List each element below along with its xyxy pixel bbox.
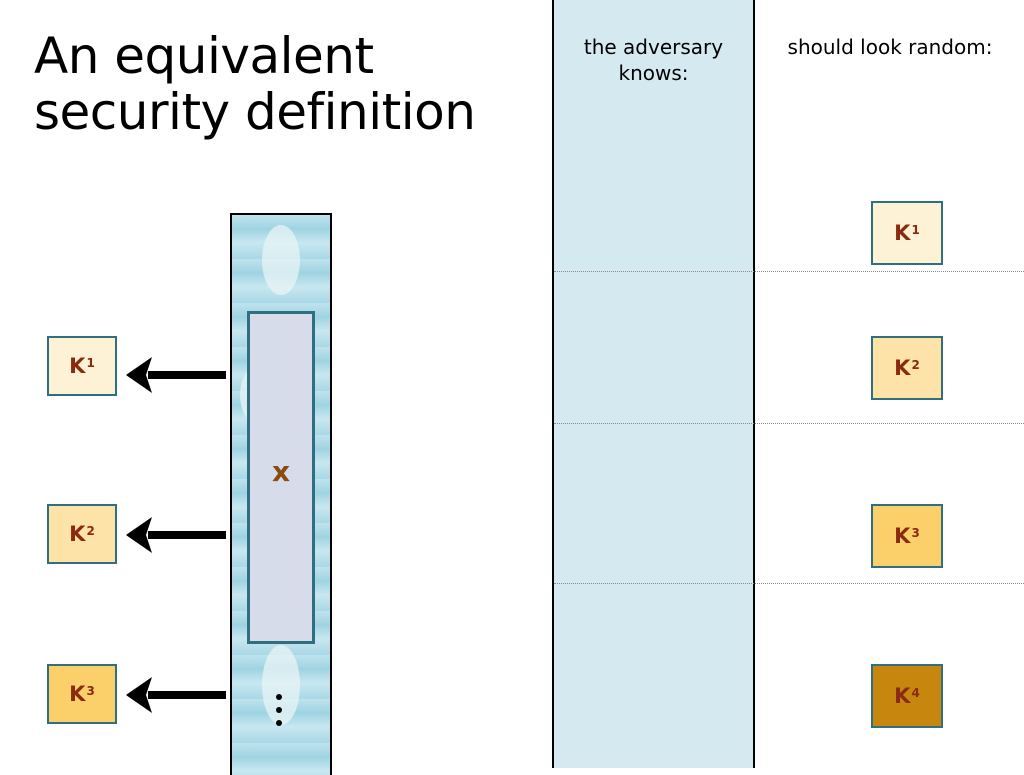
key-name: K bbox=[894, 356, 911, 380]
left-arrow-icon bbox=[126, 357, 226, 393]
row-divider bbox=[554, 583, 1024, 584]
ellipsis-dot bbox=[276, 707, 282, 713]
x-label: x bbox=[271, 455, 291, 488]
adversary-knows-column bbox=[552, 0, 755, 768]
x-block bbox=[247, 311, 315, 644]
key-index: 2 bbox=[86, 524, 95, 538]
strip-texture bbox=[262, 225, 300, 295]
key-index: 3 bbox=[911, 526, 920, 540]
title-line-2: security definition bbox=[34, 83, 476, 141]
key-index: 1 bbox=[86, 356, 95, 370]
key-name: K bbox=[69, 682, 86, 706]
slide-title: An equivalent security definition bbox=[34, 27, 476, 141]
key-index: 1 bbox=[911, 223, 920, 237]
key-name: K bbox=[894, 221, 911, 245]
key-index: 3 bbox=[86, 684, 95, 698]
adversary-knows-header: the adversary knows: bbox=[583, 35, 724, 85]
key-name: K bbox=[69, 354, 86, 378]
title-line-1: An equivalent bbox=[34, 27, 374, 85]
row-divider bbox=[554, 423, 1024, 424]
continuation-ellipsis bbox=[276, 694, 288, 733]
row-divider bbox=[554, 271, 1024, 272]
should-look-random-header: should look random: bbox=[787, 35, 993, 59]
key-index: 4 bbox=[911, 686, 920, 700]
key-name: K bbox=[69, 522, 86, 546]
left-arrow-icon bbox=[126, 677, 226, 713]
key-index: 2 bbox=[911, 358, 920, 372]
key-name: K bbox=[894, 524, 911, 548]
ellipsis-dot bbox=[276, 720, 282, 726]
ellipsis-dot bbox=[276, 694, 282, 700]
key-name: K bbox=[894, 684, 911, 708]
left-arrow-icon bbox=[126, 517, 226, 553]
